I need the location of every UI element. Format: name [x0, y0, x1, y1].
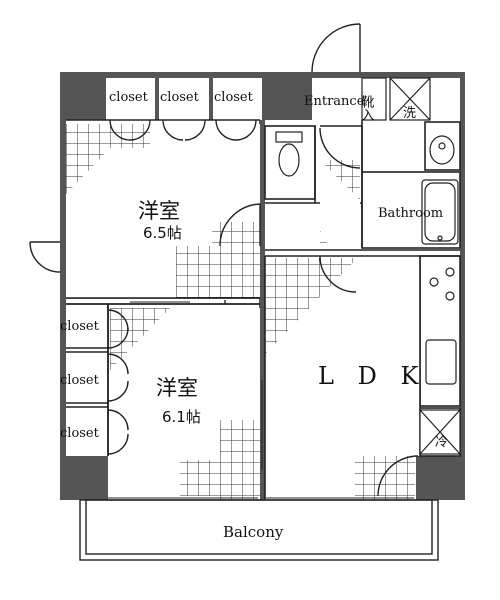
kitchen-sink — [425, 339, 457, 385]
closet-label-top-1: closet — [109, 90, 149, 105]
shoe-storage-label: 靴入 — [359, 95, 375, 121]
room1-name: 洋室 — [138, 199, 180, 223]
closet-label-left-1: closet — [60, 319, 100, 334]
washer-label: 洗 — [403, 106, 416, 121]
entrance-label: Entrance — [304, 94, 365, 109]
bathroom-label: Bathroom — [378, 206, 443, 221]
closet-opening — [106, 78, 262, 120]
stove-burners — [429, 267, 455, 301]
fridge-label: 冷 — [435, 435, 448, 450]
fridge-space — [419, 409, 461, 455]
doors — [29, 23, 419, 497]
room2-name: 洋室 — [156, 376, 198, 400]
closet-label-top-3: closet — [214, 90, 254, 105]
room1-size: 6.5帖 — [143, 224, 182, 242]
balcony — [79, 499, 439, 561]
bathtub-fixture — [421, 179, 459, 245]
closet-label-left-2: closet — [60, 373, 100, 388]
vanity-sink — [429, 135, 455, 165]
washer-space — [389, 77, 431, 121]
closet-label-top-2: closet — [160, 90, 200, 105]
ldk-label: L D K — [318, 362, 426, 390]
closet-label-left-3: closet — [60, 426, 100, 441]
balcony-label: Balcony — [223, 523, 284, 541]
room2-size: 6.1帖 — [162, 408, 201, 426]
toilet-fixture — [275, 131, 303, 177]
shoe-storage — [361, 77, 387, 121]
